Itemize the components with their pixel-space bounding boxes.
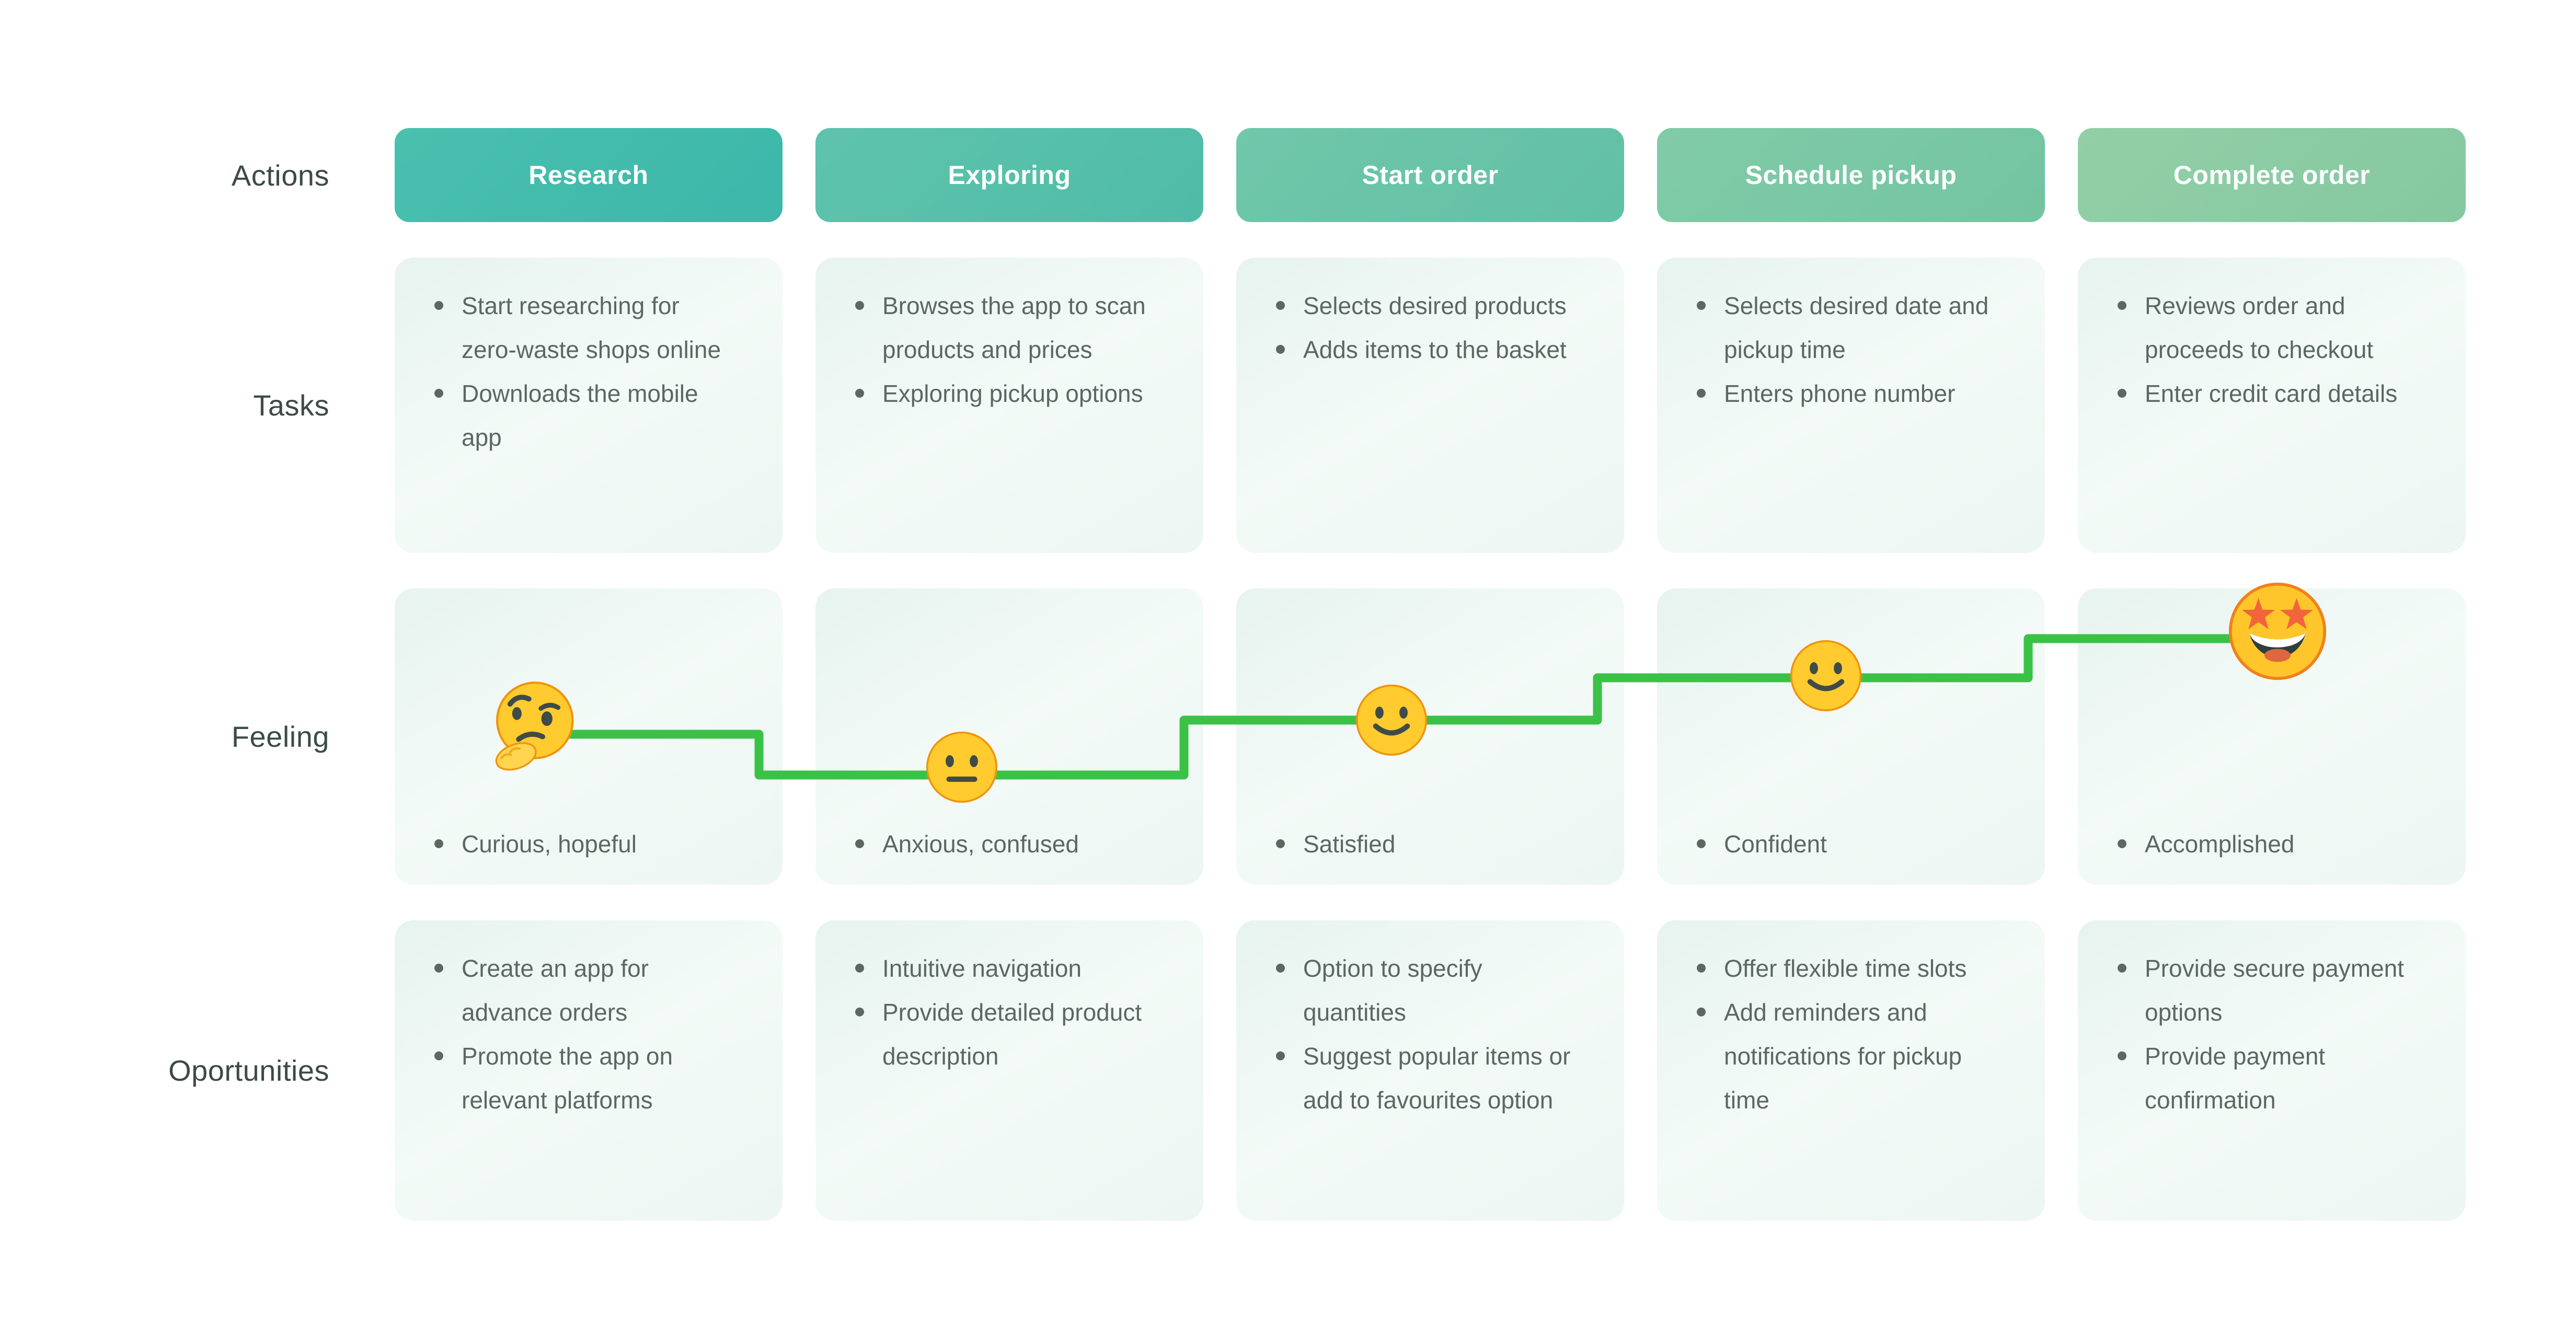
opportunity-item: Create an app for advance orders xyxy=(429,946,735,1034)
feeling-card-exploring: Anxious, confused xyxy=(815,588,1203,885)
row-label-opportunities: Oportunities xyxy=(168,1054,329,1087)
feeling-card-schedule-pickup: Confident xyxy=(1657,588,2045,885)
tasks-card-research: Start researching for zero-waste shops o… xyxy=(395,258,783,553)
task-item: Selects desired products xyxy=(1271,284,1577,328)
feeling-label: Satisfied xyxy=(1271,822,1603,866)
task-item: Start researching for zero-waste shops o… xyxy=(429,284,735,372)
opportunities-list: Option to specify quantities Suggest pop… xyxy=(1236,920,1624,1122)
feeling-label: Accomplished xyxy=(2112,822,2445,866)
tasks-card-complete-order: Reviews order and proceeds to checkout E… xyxy=(2078,258,2466,553)
action-chip-start-order: Start order xyxy=(1236,128,1624,222)
slightly-smiling-face-emoji xyxy=(1788,638,1864,713)
opportunity-item: Provide detailed product description xyxy=(850,990,1156,1078)
task-item: Reviews order and proceeds to checkout xyxy=(2112,284,2419,372)
action-chip-research: Research xyxy=(395,128,783,222)
opportunity-item: Add reminders and notifications for pick… xyxy=(1692,990,1998,1122)
task-item: Exploring pickup options xyxy=(850,372,1156,415)
feeling-label: Confident xyxy=(1692,822,2024,866)
task-item: Browses the app to scan products and pri… xyxy=(850,284,1156,372)
opportunity-item: Provide payment confirmation xyxy=(2112,1034,2419,1122)
opportunities-list: Intuitive navigation Provide detailed pr… xyxy=(815,920,1203,1078)
neutral-face-emoji xyxy=(924,730,999,805)
opportunities-card-schedule-pickup: Offer flexible time slots Add reminders … xyxy=(1657,920,2045,1221)
thinking-face-emoji xyxy=(490,681,576,772)
journey-grid: Actions Research Exploring Start order S… xyxy=(0,128,2466,1221)
opportunity-item: Provide secure payment options xyxy=(2112,946,2419,1034)
row-label-tasks: Tasks xyxy=(253,389,329,422)
feeling-label: Anxious, confused xyxy=(850,822,1182,866)
opportunity-item: Option to specify quantities xyxy=(1271,946,1577,1034)
action-chip-complete-order: Complete order xyxy=(2078,128,2466,222)
opportunities-list: Offer flexible time slots Add reminders … xyxy=(1657,920,2045,1122)
tasks-card-exploring: Browses the app to scan products and pri… xyxy=(815,258,1203,553)
task-item: Selects desired date and pickup time xyxy=(1692,284,1998,372)
row-label-actions: Actions xyxy=(231,158,329,192)
opportunity-item: Promote the app on relevant platforms xyxy=(429,1034,735,1122)
task-item: Adds items to the basket xyxy=(1271,328,1577,372)
opportunities-card-start-order: Option to specify quantities Suggest pop… xyxy=(1236,920,1624,1221)
feeling-label: Curious, hopeful xyxy=(429,822,762,866)
tasks-list: Reviews order and proceeds to checkout E… xyxy=(2078,258,2466,415)
opportunity-item: Suggest popular items or add to favourit… xyxy=(1271,1034,1577,1122)
opportunities-list: Create an app for advance orders Promote… xyxy=(395,920,783,1122)
tasks-card-start-order: Selects desired products Adds items to t… xyxy=(1236,258,1624,553)
tasks-list: Browses the app to scan products and pri… xyxy=(815,258,1203,415)
slightly-smiling-face-emoji xyxy=(1354,682,1429,758)
task-item: Downloads the mobile app xyxy=(429,372,735,459)
tasks-list: Selects desired date and pickup time Ent… xyxy=(1657,258,2045,415)
task-item: Enter credit card details xyxy=(2112,372,2419,415)
opportunity-item: Offer flexible time slots xyxy=(1692,946,1998,990)
feeling-card-start-order: Satisfied xyxy=(1236,588,1624,885)
star-struck-face-emoji xyxy=(2227,581,2328,681)
task-item: Enters phone number xyxy=(1692,372,1998,415)
action-chip-schedule-pickup: Schedule pickup xyxy=(1657,128,2045,222)
tasks-list: Selects desired products Adds items to t… xyxy=(1236,258,1624,372)
opportunities-card-research: Create an app for advance orders Promote… xyxy=(395,920,783,1221)
action-chip-exploring: Exploring xyxy=(815,128,1203,222)
tasks-card-schedule-pickup: Selects desired date and pickup time Ent… xyxy=(1657,258,2045,553)
opportunities-card-complete-order: Provide secure payment options Provide p… xyxy=(2078,920,2466,1221)
opportunities-card-exploring: Intuitive navigation Provide detailed pr… xyxy=(815,920,1203,1221)
feeling-card-research: Curious, hopeful xyxy=(395,588,783,885)
opportunity-item: Intuitive navigation xyxy=(850,946,1156,990)
tasks-list: Start researching for zero-waste shops o… xyxy=(395,258,783,459)
row-label-feeling: Feeling xyxy=(231,720,329,753)
opportunities-list: Provide secure payment options Provide p… xyxy=(2078,920,2466,1122)
